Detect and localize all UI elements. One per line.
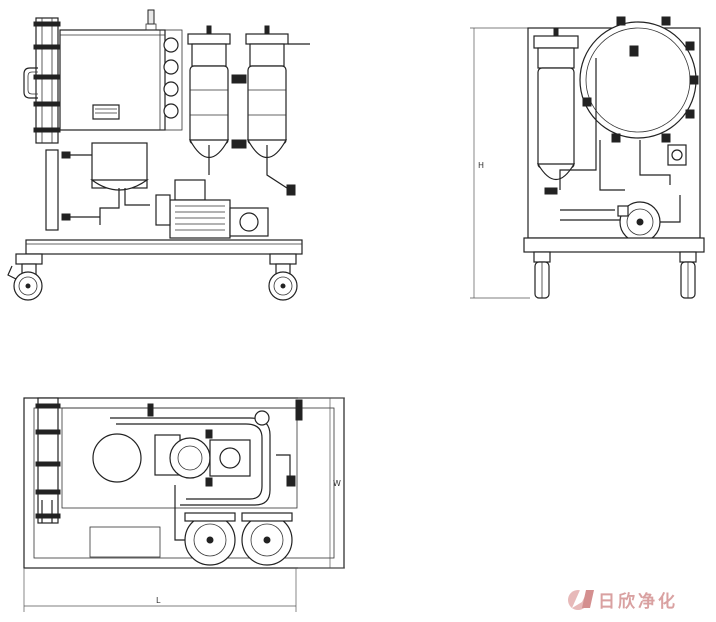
front-flange-bolts [33, 21, 61, 133]
brand-logo-icon [568, 590, 594, 610]
front-left-flange [35, 17, 59, 144]
front-wheel-right [268, 253, 298, 301]
front-handle [23, 67, 38, 99]
top-view: W L [23, 397, 345, 612]
width-dimension: W [298, 397, 345, 569]
front-wheel-left [7, 253, 43, 301]
side-wheel-right [679, 251, 697, 299]
side-pump [617, 201, 661, 243]
width-label: W [333, 479, 341, 488]
front-gauges [159, 29, 183, 131]
side-view: H [470, 16, 705, 299]
brand-watermark: 日欣净化 [568, 590, 678, 612]
side-round-tank [579, 16, 699, 143]
front-sight-glass [45, 149, 59, 231]
top-tank-circle [92, 433, 142, 483]
length-dimension: L [23, 568, 297, 612]
top-filter-right [241, 512, 293, 566]
length-label: L [156, 596, 161, 605]
front-filter-left [187, 25, 231, 158]
front-main-tank [59, 29, 166, 131]
top-filter-left [184, 512, 236, 566]
front-filter-right [245, 25, 289, 158]
brand-name: 日欣净化 [598, 591, 678, 612]
front-view [7, 9, 310, 301]
top-pump-assembly [154, 429, 251, 487]
side-wheel-left [533, 251, 551, 299]
side-filter [533, 27, 579, 181]
front-nameplate [92, 104, 120, 120]
front-base-frame [25, 239, 303, 255]
top-left-flange [37, 397, 59, 524]
front-pump-motor [155, 179, 269, 239]
height-dimension: H [470, 27, 540, 299]
height-label: H [478, 161, 484, 170]
